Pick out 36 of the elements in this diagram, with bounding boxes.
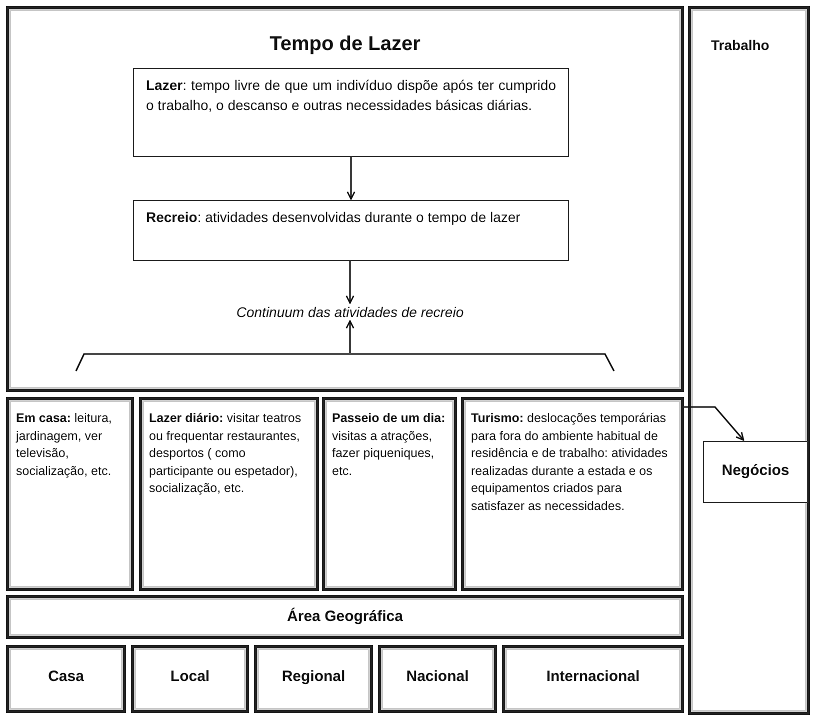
arrow: [684, 406, 744, 441]
category-box: [378, 645, 497, 713]
band: [6, 595, 684, 639]
panel: [688, 6, 810, 715]
box-text: Nacional: [406, 668, 469, 685]
box-text: Turismo: deslocações temporárias para fora do ambiente habitual de residência e de trabalho: atividades realizadas durante a estada e os equipamentos criados para satisfazer as necessidades.: [471, 411, 668, 512]
box-text: Internacional: [546, 668, 640, 685]
category-box: [254, 645, 373, 713]
panel: [6, 6, 684, 392]
panel-heading: Trabalho: [711, 37, 770, 53]
arrow: [346, 157, 356, 200]
arrow: [346, 320, 354, 353]
box-text: Lazer: tempo livre de que um indivíduo dispõe após ter cumprido o trabalho, o descanso e outras necessidades básicas diárias.: [146, 77, 556, 113]
box-text: Área Geográfica: [287, 608, 403, 625]
box-text: Lazer diário: visitar teatros ou frequentar restaurantes, desportos ( como participante ou espetador), socialização, etc.: [149, 411, 302, 495]
category-box: [139, 397, 319, 591]
box-text: Em casa: leitura, jardinagem, ver televisão, socialização, etc.: [16, 411, 112, 478]
definition-box: [133, 68, 569, 157]
panel-heading: Tempo de Lazer: [270, 33, 420, 55]
category-box: [6, 397, 134, 591]
category-box: [131, 645, 249, 713]
box-text: Passeio de um dia: visitas a atrações, fazer piqueniques, etc.: [332, 411, 446, 478]
arrow: [346, 261, 354, 304]
box-text: Negócios: [722, 462, 790, 479]
text-label: Continuum das atividades de recreio: [236, 304, 464, 320]
definition-box: [133, 200, 569, 261]
box-text: Local: [170, 668, 210, 685]
category-box: [502, 645, 684, 713]
category-box: [322, 397, 457, 591]
box-text: Recreio: atividades desenvolvidas durante o tempo de lazer: [146, 209, 520, 225]
box-text: Casa: [48, 668, 84, 685]
category-box: [461, 397, 684, 591]
category-box: [6, 645, 126, 713]
box-text: Regional: [282, 668, 346, 685]
category-box: [703, 441, 808, 503]
bracket: [75, 353, 615, 371]
